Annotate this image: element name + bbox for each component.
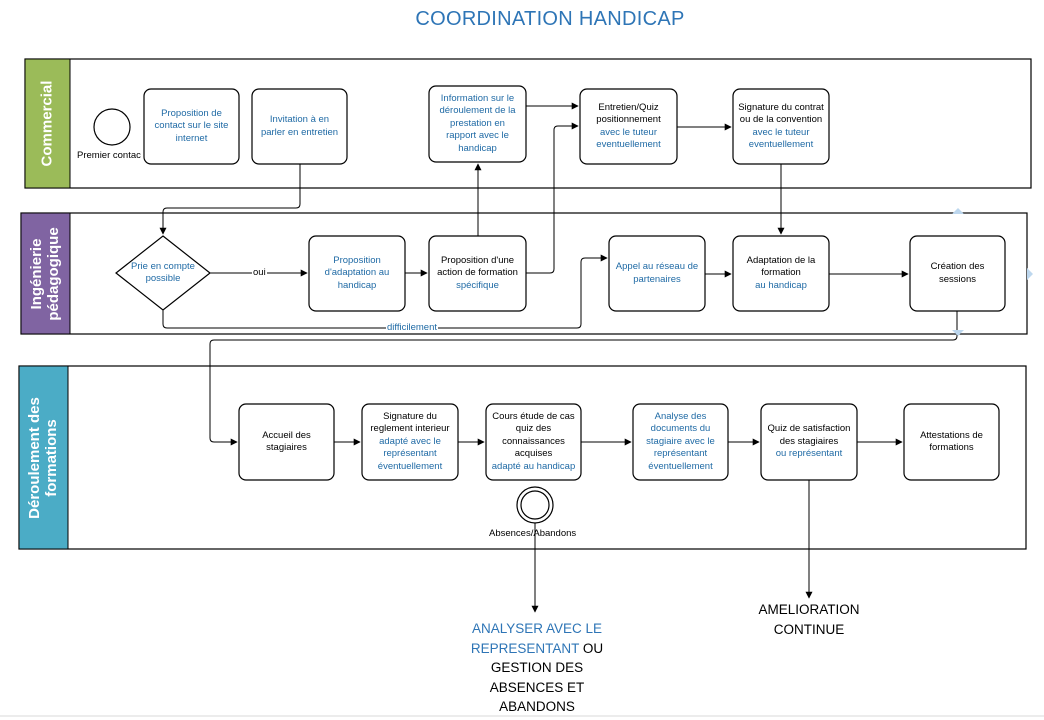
node-appel-reseau (608, 235, 706, 312)
connector-marker-right (1027, 268, 1033, 280)
lane-formations (18, 365, 1027, 550)
connector-marker-bottom (952, 330, 964, 336)
connectors (159, 102, 958, 613)
lane-formations-header (18, 365, 69, 550)
node-quiz-satisfaction (760, 403, 858, 481)
node-prise-en-compte (115, 235, 211, 311)
node-cours (485, 403, 582, 481)
node-signature-reglement (361, 403, 459, 481)
node-entretien (579, 88, 678, 165)
node-analyse (632, 403, 729, 481)
node-proposition-adaptation (308, 235, 406, 312)
edge-invitation-to-decision (159, 164, 301, 235)
edge-decision-difficilement (162, 254, 608, 329)
node-proposition-contact (143, 88, 240, 165)
node-signature-contrat (732, 88, 830, 165)
node-creation-sessions (909, 235, 1006, 312)
node-attestations (903, 403, 1000, 481)
lane-commercial (24, 58, 1032, 189)
lane-ingenierie-header (20, 212, 71, 335)
edge-creation-to-accueil (209, 311, 958, 446)
connector-marker-top (952, 208, 964, 214)
node-adaptation-formation (732, 235, 830, 312)
edge-action-to-entretien (526, 122, 579, 274)
lane-commercial-header (24, 58, 71, 189)
node-accueil (238, 403, 335, 481)
node-information (428, 85, 527, 163)
node-proposition-action (428, 235, 527, 312)
start-event (93, 108, 131, 146)
node-invitation (251, 88, 348, 165)
abandon-event (516, 486, 554, 524)
